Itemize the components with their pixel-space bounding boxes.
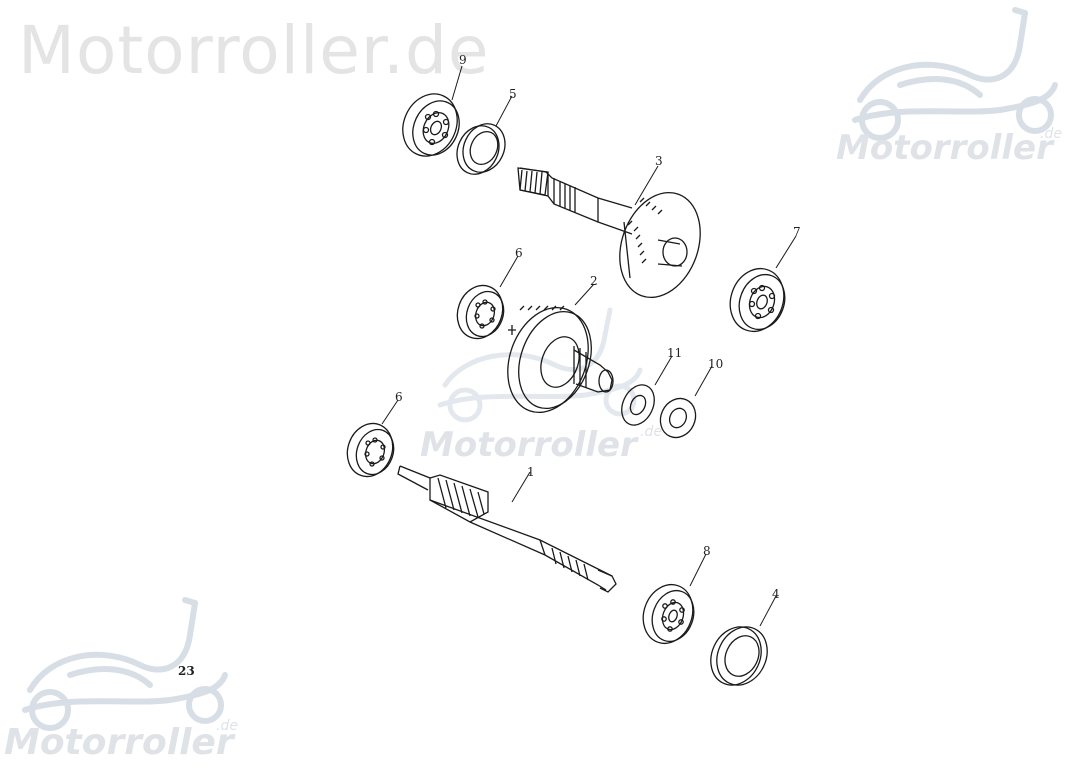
callout-labels: 9 5 3 7 6 2 11 10 6 1 8 4 [395,53,801,601]
bearing-part-8 [642,583,695,645]
callout-6-upper: 6 [515,246,523,260]
callout-7: 7 [793,225,801,239]
page-number: 23 [178,664,195,678]
callout-leaders [381,65,797,627]
seal-part-5 [456,123,506,175]
seal-part-4 [710,626,768,686]
callout-9: 9 [459,53,467,67]
watermark-logo-bottom-left: Motorroller [4,722,234,763]
callout-11: 11 [667,346,682,360]
scooter-logo-bottom-left [22,597,228,731]
watermark-logo-de-center: .de [640,424,662,440]
bearing-part-7 [729,267,786,333]
watermark-logo-center: Motorroller [420,425,637,465]
watermark-title: Motorroller.de [18,12,490,89]
callout-3: 3 [655,154,663,168]
callout-4: 4 [772,587,780,601]
callout-5: 5 [509,87,517,101]
gear-part-2 [507,305,614,414]
callout-8: 8 [703,544,711,558]
callout-2: 2 [590,274,598,288]
shaft-part-1 [397,465,617,593]
watermark-logo-de-top-right: .de [1040,126,1062,142]
bearing-part-6-upper [456,284,505,340]
washer-part-11 [621,384,655,426]
watermark-logo-top-right: Motorroller [836,128,1053,168]
shaft-part-3 [517,167,701,299]
scooter-logo-center [437,307,643,423]
bearing-part-6-lower [346,422,395,478]
callout-6-lower: 6 [395,390,403,404]
scooter-logo-top-right [852,7,1058,141]
callout-1: 1 [527,465,535,479]
bearing-part-9 [402,93,460,157]
washer-part-10 [659,397,697,439]
callout-10: 10 [708,357,723,371]
watermark-logo-de-bottom-left: .de [216,718,238,734]
